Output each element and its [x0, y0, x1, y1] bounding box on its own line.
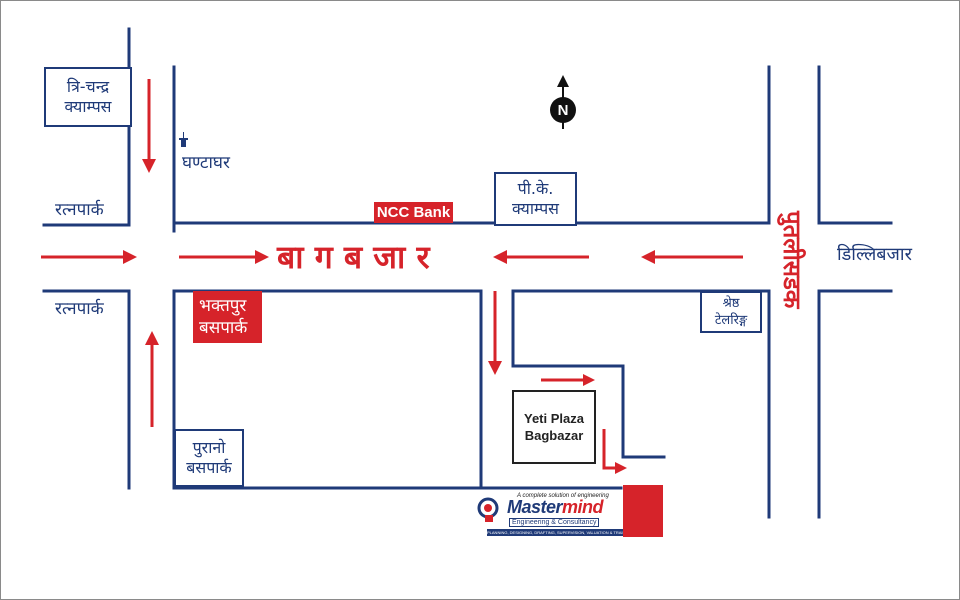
place-label: श्रेष्ठ	[722, 296, 740, 311]
traffic-arrow-head	[615, 462, 627, 474]
dillibazar-label: डिल्लिबजार	[837, 244, 912, 265]
traffic-arrow	[602, 429, 617, 470]
shrestha-tailoring-box: श्रेष्ठ टेलरिङ्ग	[700, 291, 762, 333]
logo-tagline: A complete solution of engineering	[517, 493, 609, 499]
traffic-arrow-head	[583, 374, 595, 386]
place-label: क्याम्पस	[512, 199, 559, 218]
place-label: पी.के.	[517, 179, 554, 198]
logo-subtitle: Engineering & Consultancy	[509, 518, 600, 527]
logo-name: Mastermind	[507, 497, 604, 518]
ratnapark-bottom-label: रत्नपार्क	[55, 299, 104, 319]
traffic-arrow-head	[255, 250, 269, 264]
place-label: त्रि-चन्द्र	[66, 77, 110, 96]
place-label: टेलरिङ्ग	[714, 313, 748, 328]
road-line	[172, 289, 623, 490]
traffic-arrow-head	[142, 159, 156, 173]
road-line	[817, 65, 893, 225]
north-label: N	[550, 97, 576, 123]
mastermind-emblem-icon	[477, 497, 499, 522]
place-label: Bagbazar	[524, 428, 584, 443]
road-line	[817, 289, 893, 519]
road-line	[511, 289, 771, 519]
logo-name-part1: Master	[507, 497, 563, 517]
place-label: बसपार्क	[186, 458, 232, 477]
traffic-arrow-head	[493, 250, 507, 264]
traffic-arrow-head	[123, 250, 137, 264]
clock-tower-icon	[179, 132, 188, 147]
traffic-arrow-head	[145, 331, 159, 345]
place-label: Yeti Plaza	[524, 411, 584, 426]
road-line	[172, 289, 483, 490]
ghantaghar-label: घण्टाघर	[182, 153, 230, 173]
logo-services-strip: PLANNING, DESIGNING, DRAFTING, SUPERVISI…	[487, 529, 623, 536]
purano-buspark-box: पुरानो बसपार्क	[174, 429, 244, 487]
road-line	[511, 289, 666, 459]
logo-red-block	[623, 485, 663, 537]
traffic-arrow-head	[641, 250, 655, 264]
ratnapark-top-label: रत्नपार्क	[55, 200, 104, 220]
yeti-plaza-box: Yeti Plaza Bagbazar	[512, 390, 596, 464]
place-label: क्याम्पस	[64, 97, 112, 116]
pk-campus-box: पी.के. क्याम्पस	[494, 172, 577, 226]
bhaktapur-buspark-box: भक्तपुर बसपार्क	[193, 291, 262, 343]
north-arrow-icon: N	[550, 73, 576, 129]
place-label: भक्तपुर	[199, 296, 247, 316]
putalisadak-street-label: पुतलीसडक	[778, 211, 806, 309]
ncc-bank-tag: NCC Bank	[374, 202, 453, 223]
place-label: पुरानो	[192, 438, 226, 457]
logo-name-part2: mind	[562, 497, 604, 517]
tri-chandra-campus-box: त्रि-चन्द्र क्याम्पस	[44, 67, 132, 127]
traffic-arrow-head	[488, 361, 502, 375]
road-line	[172, 65, 771, 225]
mastermind-logo: A complete solution of engineering Maste…	[477, 485, 663, 537]
road-line	[42, 27, 131, 227]
bagbazar-street-label: बा ग ब जा र	[277, 238, 430, 276]
place-label: बसपार्क	[199, 318, 248, 338]
